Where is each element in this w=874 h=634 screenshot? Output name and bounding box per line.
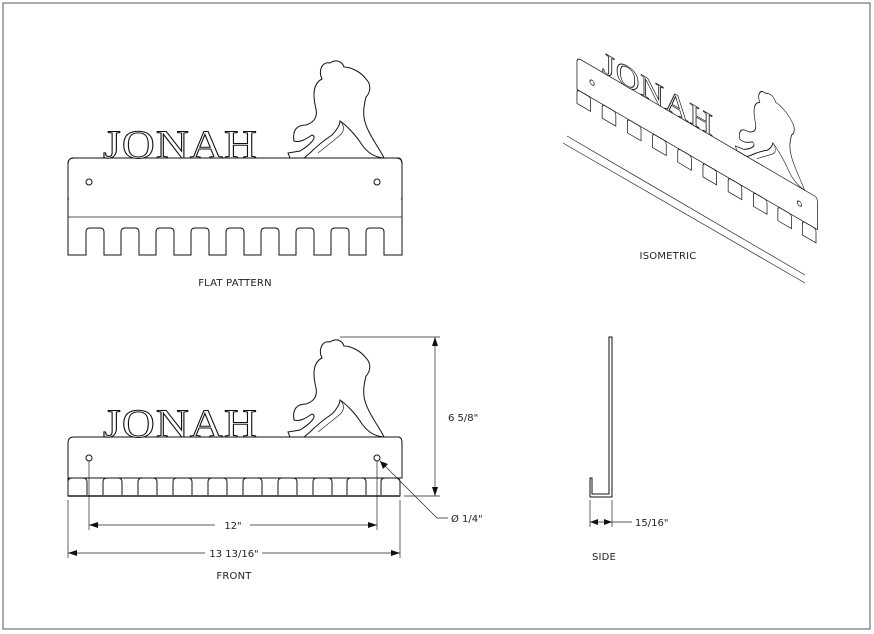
isometric-view: JONAH ISOMETRIC: [562, 0, 817, 284]
dimension-overall-width: 13 13/16": [209, 549, 258, 560]
front-view: JONAH 6 5/8" 12" 1: [67, 336, 483, 582]
view-label-flat-pattern: FLAT PATTERN: [198, 278, 272, 289]
name-cutout-isometric: JONAH: [602, 44, 714, 144]
mounting-hole: [85, 178, 93, 186]
name-cutout: JONAH: [103, 401, 258, 446]
dimension-hole-diameter: Ø 1/4": [451, 513, 483, 525]
view-label-side: SIDE: [592, 552, 616, 563]
view-label-isometric: ISOMETRIC: [640, 251, 697, 262]
side-view: 15/16" SIDE: [589, 336, 668, 563]
dimension-hole-spacing: 12": [224, 521, 241, 532]
mounting-hole: [373, 178, 381, 186]
mounting-hole: [85, 454, 93, 462]
view-label-front: FRONT: [216, 571, 252, 582]
mounting-hole: [373, 454, 381, 462]
flat-pattern-view: JONAH FLAT PATTERN: [67, 61, 403, 289]
dimension-height: 6 5/8": [448, 413, 478, 424]
dimension-depth: 15/16": [635, 518, 668, 529]
